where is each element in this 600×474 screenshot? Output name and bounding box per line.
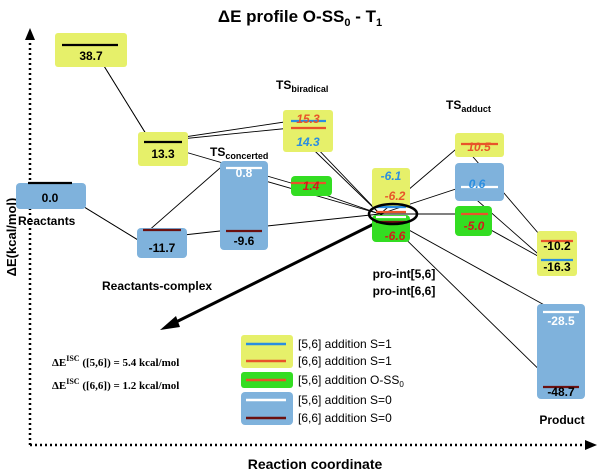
label-reactants-complex: Reactants-complex: [102, 279, 212, 293]
isc-66: ΔEISC ([6,6]) = 1.2 kcal/mol: [52, 377, 179, 392]
intermediate-highlight: [367, 202, 419, 226]
label-ts-biradical: TSbiradical: [276, 78, 328, 94]
energy-10-5: 10.5: [467, 140, 491, 154]
energy-14-3: 14.3: [296, 135, 320, 149]
legend: [5,6] addition S=1 [6,6] addition S=1 [5…: [241, 335, 404, 425]
legend-label-56-s1: [5,6] addition S=1: [298, 337, 392, 351]
label-ts-concerted: TSconcerted: [210, 145, 268, 161]
legend-label-56-s0: [5,6] addition S=0: [298, 393, 392, 407]
y-axis-label: ΔE(kcal/mol): [4, 198, 19, 277]
energy-1-4: 1.4: [303, 179, 320, 193]
energy-0-0: 0.0: [42, 191, 59, 205]
energy-0-8: 0.8: [236, 166, 253, 180]
label-product: Product: [539, 413, 584, 427]
energy-m11-7: -11.7: [149, 241, 176, 255]
label-pro-int-66: pro-int[6,6]: [373, 284, 436, 298]
energy-13-3: 13.3: [151, 147, 175, 161]
label-pro-int-56: pro-int[5,6]: [373, 267, 436, 281]
energy-15-3: 15.3: [296, 112, 320, 126]
energy-38-7: 38.7: [79, 49, 103, 63]
energy-m10-2: -10.2: [543, 239, 571, 253]
energy-m16-3: -16.3: [543, 260, 571, 274]
legend-label-66-s0: [6,6] addition S=0: [298, 411, 392, 425]
legend-box-yellow: [241, 335, 293, 368]
energy-m6-6: -6.6: [385, 229, 406, 243]
diagram-title: ΔE profile O-SS0 - T1: [218, 7, 382, 29]
energy-0-6: 0.6: [469, 177, 486, 191]
isc-56: ΔEISC ([5,6]) = 5.4 kcal/mol: [52, 354, 179, 369]
isc-arrow-head: [160, 316, 180, 330]
isc-annotations: ΔEISC ([5,6]) = 5.4 kcal/mol ΔEISC ([6,6…: [52, 354, 179, 392]
legend-label-66-s1: [6,6] addition S=1: [298, 354, 392, 368]
energy-m48-7: -48.7: [547, 385, 575, 399]
isc-arrow-line: [169, 216, 387, 327]
label-reactants: Reactants: [18, 214, 76, 228]
energy-m28-5: -28.5: [547, 314, 575, 328]
stage-labels: Reactants Reactants-complex TSconcerted …: [18, 78, 585, 427]
yellow-boxes: [55, 33, 577, 276]
blue-boxes: [16, 161, 585, 399]
y-axis-arrow: [25, 28, 35, 40]
energy-labels: 38.7 13.3 15.3 14.3 1.4 0.8 0.0 -11.7 -9…: [42, 49, 575, 399]
level-bars: [28, 43, 579, 389]
energy-m5-0: -5.0: [464, 219, 485, 233]
energy-m6-2: -6.2: [385, 189, 406, 203]
legend-box-blue: [241, 392, 293, 425]
energy-m6-1: -6.1: [381, 169, 402, 183]
x-axis-arrow: [585, 440, 597, 450]
energy-m9-6: -9.6: [234, 234, 255, 248]
legend-label-56-ss0: [5,6] addition O-SS0: [298, 373, 404, 389]
label-ts-adduct: TSadduct: [446, 98, 491, 114]
x-axis-label: Reaction coordinate: [248, 456, 383, 472]
